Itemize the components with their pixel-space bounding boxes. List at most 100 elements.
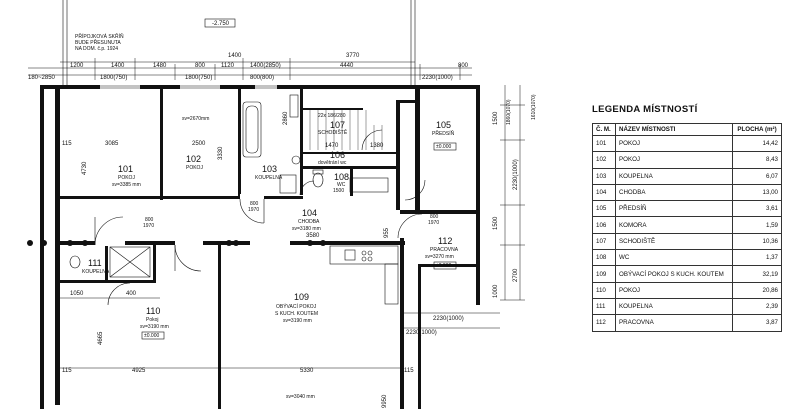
door-1970-c: 1970 xyxy=(428,220,439,226)
room-109-number: 109 xyxy=(294,292,309,302)
legend-name: KOUPELNA xyxy=(615,167,733,185)
legend-area: 14,42 xyxy=(732,134,782,153)
dim-3330: 3330 xyxy=(218,146,224,160)
legend-num: 110 xyxy=(592,281,616,299)
room-103-number: 103 xyxy=(262,164,277,174)
dim-2700: 2700 xyxy=(513,268,519,282)
legend-num: 107 xyxy=(592,232,616,251)
door-800-a: 800 xyxy=(145,217,154,223)
room-107-name: SCHODIŠTĚ xyxy=(318,128,348,136)
door-1970-b: 1970 xyxy=(248,207,259,213)
legend-name: SCHODIŠTĚ xyxy=(615,232,733,251)
legend-num: 111 xyxy=(592,297,616,316)
dim-top-1120: 1120 xyxy=(221,63,235,69)
room-103-name: KOUPELNA xyxy=(255,175,283,181)
room-110-height: sv=3190 mm xyxy=(140,324,169,330)
room-109-name-1: OBÝVACÍ POKOJ xyxy=(276,303,317,310)
room-112-height: sv=3270 mm xyxy=(425,254,454,260)
legend-area: 10,36 xyxy=(732,232,782,251)
dim-2230-1000-right: 2230(1000) xyxy=(513,159,519,190)
room-108-number: 108 xyxy=(334,172,349,182)
legend-area: 6,07 xyxy=(732,167,782,185)
dim-top-1400b: 1400 xyxy=(111,63,125,69)
dim-4730: 4730 xyxy=(82,161,88,175)
room-104-number: 104 xyxy=(302,208,317,218)
dim-1860-1070: 1860(1070) xyxy=(506,99,512,125)
dim-top-1800-750b: 1800(750) xyxy=(185,75,212,81)
legend-num: 109 xyxy=(592,265,616,283)
room-112-level: ±0.000 xyxy=(436,263,451,269)
room-legend: LEGENDA MÍSTNOSTÍ Č. M. NÁZEV MÍSTNOSTI … xyxy=(592,104,782,332)
room-105-level: ±0.000 xyxy=(436,144,451,150)
dim-2230-1000c: 2230(1000) xyxy=(406,330,437,336)
dim-top-1400: 1400 xyxy=(228,53,242,59)
dim-955: 955 xyxy=(384,227,390,238)
room-108-name: WC xyxy=(337,182,346,188)
legend-area: 32,19 xyxy=(732,265,782,283)
dim-top-1400-2850: 1400(2850) xyxy=(250,63,281,69)
dim-1000: 1000 xyxy=(493,284,499,298)
dim-2230-1000b: 2230(1000) xyxy=(433,316,464,322)
legend-name: WC xyxy=(615,249,733,267)
legend-num: 108 xyxy=(592,249,616,267)
dim-1610-1070: 1610(1070) xyxy=(531,94,537,120)
dim-1500-right: 1500 xyxy=(493,111,499,125)
room-110-name: Pokoj xyxy=(146,317,159,323)
dim-2860: 2860 xyxy=(283,111,289,125)
room-101-number: 101 xyxy=(118,164,133,174)
dim-4925: 4925 xyxy=(132,368,146,374)
legend-area: 1,37 xyxy=(732,249,782,267)
room-104-height: sv=3180 mm xyxy=(292,226,321,232)
dim-top-180: 180~2850 xyxy=(28,75,56,81)
legend-num: 102 xyxy=(592,151,616,169)
room-111-number: 111 xyxy=(88,258,102,268)
room-105-name: PŘEDSÍŇ xyxy=(432,129,455,137)
legend-num: 104 xyxy=(592,183,616,202)
dim-3085: 3085 xyxy=(105,141,119,147)
sv-bottom: sv=3040 mm xyxy=(286,394,315,400)
legend-name: POKOJ xyxy=(615,134,733,153)
dim-400: 400 xyxy=(126,291,137,297)
room-109-name-2: S KUCH. KOUTEM xyxy=(275,311,318,317)
room-101-height: sv=3385 mm xyxy=(112,182,141,188)
dim-top-3770: 3770 xyxy=(346,53,360,59)
legend-name: CHODBA xyxy=(615,183,733,202)
room-109-height: sv=3190 mm xyxy=(283,318,312,324)
legend-num: 103 xyxy=(592,167,616,185)
dim-top-800: 800 xyxy=(195,63,206,69)
room-106-name: dovětrání wc xyxy=(318,160,347,166)
level-top: -2.750 xyxy=(212,21,230,27)
legend-name: KOUPELNA xyxy=(615,297,733,316)
legend-name: POKOJ xyxy=(615,281,733,299)
dim-top-800b: 800 xyxy=(458,63,469,69)
legend-header-name: NÁZEV MÍSTNOSTI xyxy=(615,123,733,136)
note-wardrobe-1: PŘÍPOJKOVÁ SKŘÍŇ xyxy=(75,32,124,40)
dim-1470: 1470 xyxy=(325,143,339,149)
room-112-number: 112 xyxy=(438,236,452,246)
dim-1050: 1050 xyxy=(70,291,84,297)
room-110-number: 110 xyxy=(146,306,160,316)
floor-plan: -2.750 PŘÍPOJKOVÁ SKŘÍŇ BUDE PŘESUNUTA N… xyxy=(27,0,537,409)
room-110-level: ±0.000 xyxy=(144,333,159,339)
note-wardrobe-2: BUDE PŘESUNUTA xyxy=(75,38,121,46)
dim-2500: 2500 xyxy=(192,141,206,147)
dim-3580: 3580 xyxy=(306,233,320,239)
legend-area: 3,61 xyxy=(732,200,782,218)
legend-area: 3,87 xyxy=(732,314,782,332)
dim-top-4440: 4440 xyxy=(340,63,354,69)
legend-num: 105 xyxy=(592,200,616,218)
door-800-b: 800 xyxy=(250,201,259,207)
legend-num: 112 xyxy=(592,314,616,332)
room-107-number: 107 xyxy=(330,120,345,130)
legend-title: LEGENDA MÍSTNOSTÍ xyxy=(592,104,698,115)
dim-115b: 115 xyxy=(62,368,72,374)
legend-name: POKOJ xyxy=(615,151,733,169)
room-112-name: PRACOVNA xyxy=(430,247,459,253)
